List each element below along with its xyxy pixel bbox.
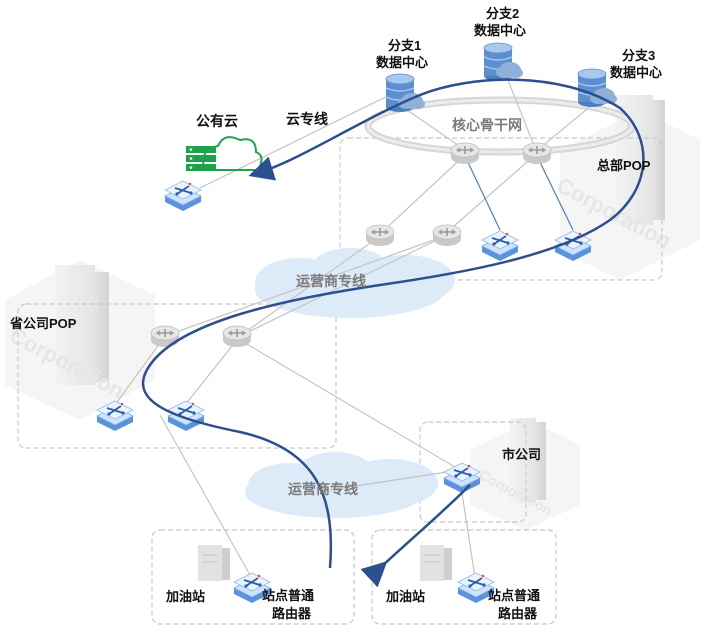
router-icon (450, 142, 480, 165)
router-icon (522, 142, 552, 165)
switch-icon-province-2 (167, 400, 205, 432)
city-company-label: 市公司 (502, 447, 541, 462)
database-icon-branch-1 (385, 73, 426, 113)
branch-1-label-line1: 分支1 (388, 38, 421, 53)
server-icon-left (198, 545, 230, 581)
carrier-line-label-top: 运营商专线 (296, 273, 366, 289)
router-icon (432, 224, 462, 247)
site-router-label-left-line2: 路由器 (272, 606, 312, 621)
branch-1-label-line2: 数据中心 (376, 55, 428, 70)
hq-pop-label: 总部POP (597, 158, 651, 173)
gas-station-label-right: 加油站 (385, 589, 425, 604)
branch-2-label-line1: 分支2 (486, 6, 519, 21)
gas-station-box-left (151, 529, 355, 625)
switch-icon-hq-1 (481, 230, 519, 262)
hq-pop-box (339, 137, 663, 281)
city-company-box (419, 421, 527, 523)
branch-3-label-line1: 分支3 (622, 48, 655, 63)
hq-building: Corporation (553, 95, 700, 280)
site-router-label-right-line1: 站点普通 (488, 588, 540, 603)
core-backbone-label: 核心骨干网 (452, 117, 522, 133)
province-pop-box (17, 303, 337, 449)
router-icon (150, 325, 180, 348)
province-building: Corporation (5, 260, 155, 420)
public-cloud-label: 公有云 (196, 113, 238, 129)
branch-2-label-line2: 数据中心 (474, 23, 526, 38)
carrier-line-label-bottom: 运营商专线 (288, 481, 358, 497)
city-building: Corporation (470, 418, 580, 530)
site-router-label-right-line2: 路由器 (498, 606, 538, 621)
router-icon (222, 325, 252, 348)
province-pop-label: 省公司POP (9, 316, 77, 331)
site-router-label-left-line1: 站点普通 (262, 588, 314, 603)
traffic-path-right (360, 484, 471, 588)
gas-station-label-left: 加油站 (165, 589, 205, 604)
branch-3-label-line2: 数据中心 (610, 65, 662, 80)
switch-icon-public-cloud (164, 180, 202, 212)
traffic-path-left (142, 78, 645, 569)
server-icon-right (420, 545, 452, 581)
router-icon (365, 224, 395, 247)
database-icon-branch-2 (483, 42, 524, 82)
cloud-line-label: 云专线 (286, 111, 328, 127)
connection-lines (114, 59, 599, 579)
public-cloud-icon (186, 136, 263, 171)
